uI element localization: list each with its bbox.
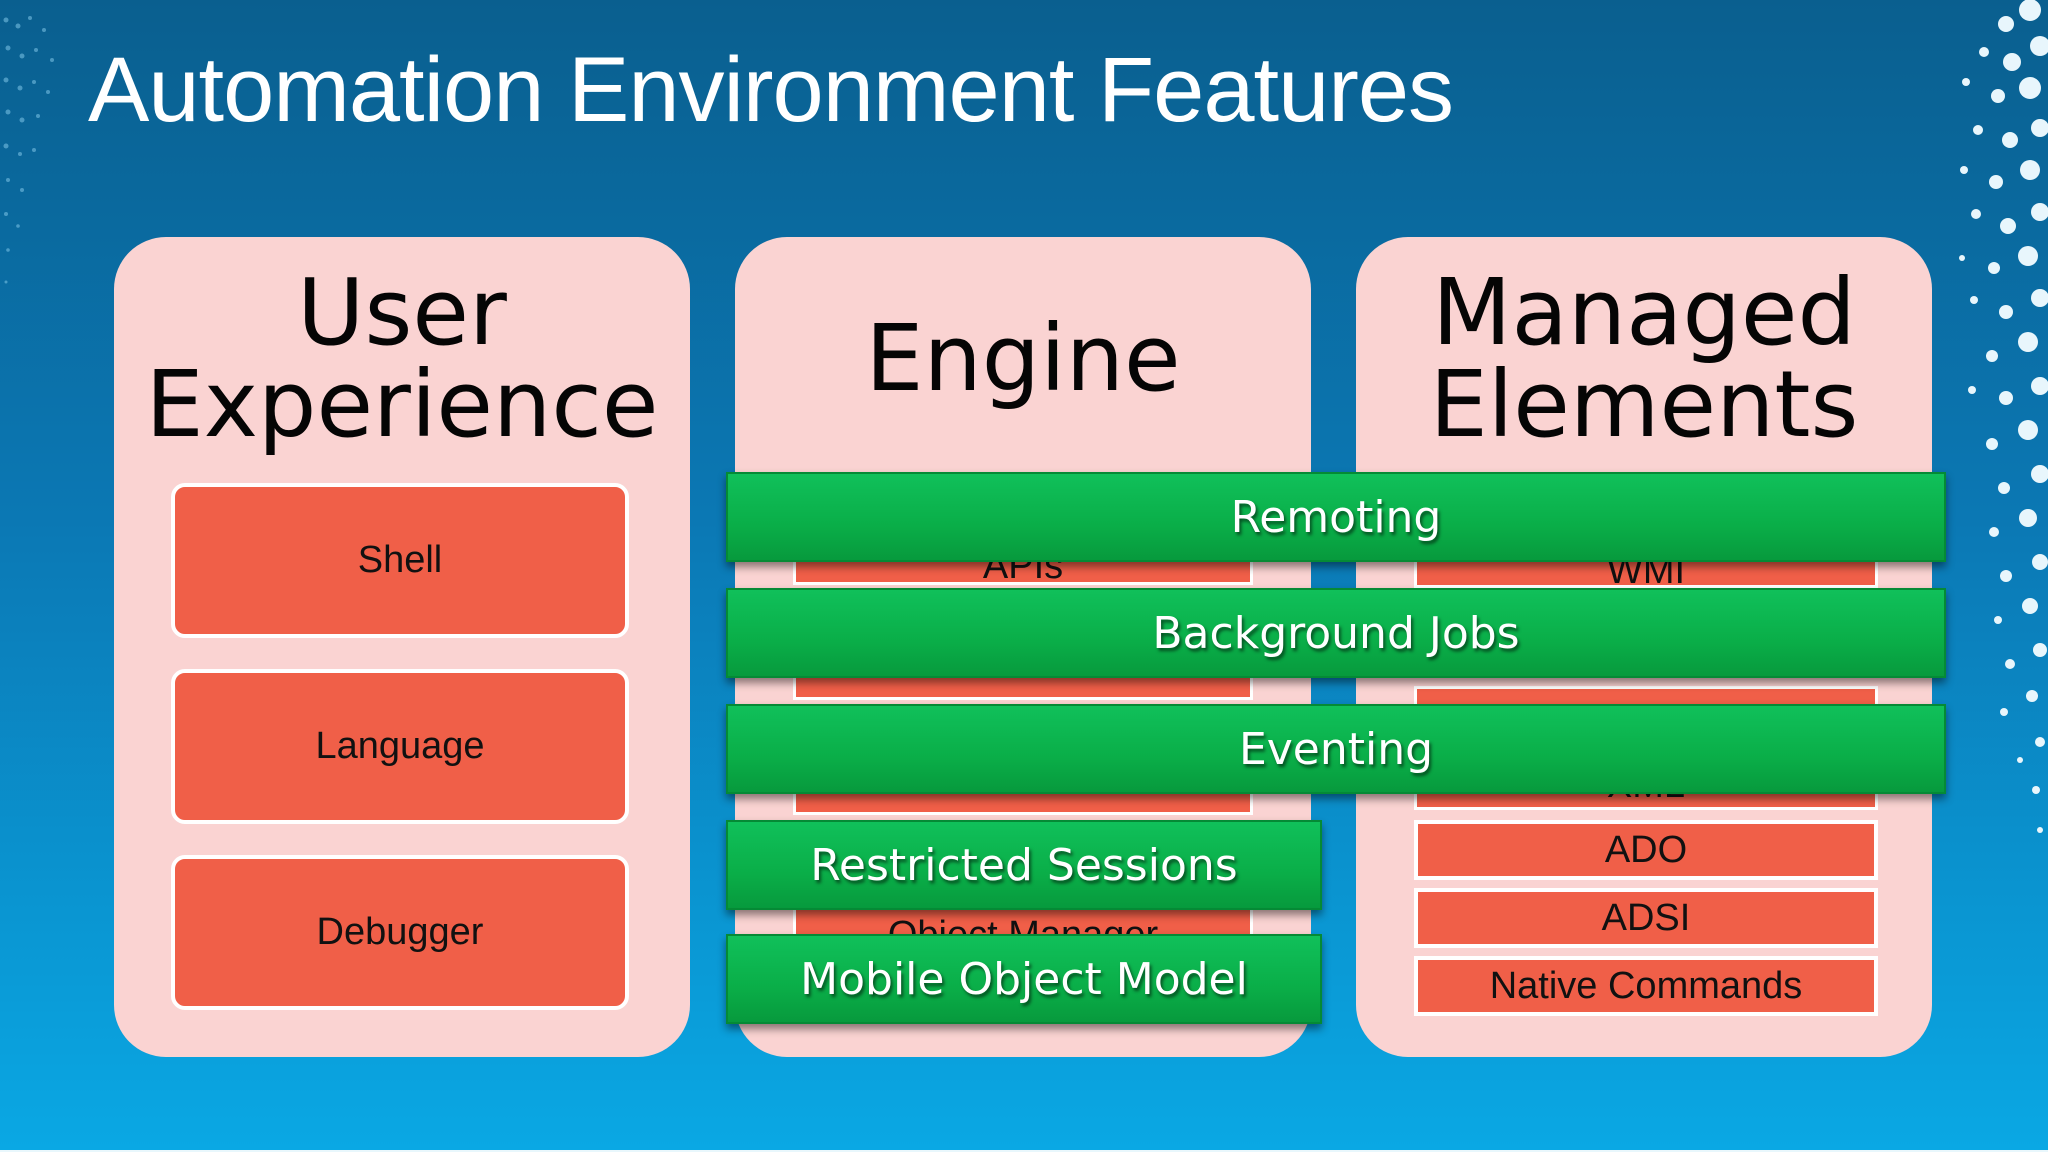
panel-title-managed: Managed [1432,259,1856,366]
mobile-object-model-bar: Mobile Object Model [726,934,1322,1024]
panel-title-experience: Experience [145,351,659,458]
native-commands-block: Native Commands [1414,956,1878,1016]
eventing-bar: Eventing [726,704,1946,794]
bottom-strip [0,1150,2048,1152]
panel-title-elements: Elements [1429,351,1859,458]
remoting-bar: Remoting [726,472,1946,562]
background-jobs-bar: Background Jobs [726,588,1946,678]
slide-title: Automation Environment Features [88,39,1454,141]
panel-title-engine: Engine [865,305,1181,412]
shell-block: Shell [171,483,629,638]
decorative-dots-left [3,16,54,284]
decorative-dots-right [1959,0,2048,833]
ado-block: ADO [1414,820,1878,880]
panel-title-user: User [297,259,507,366]
restricted-sessions-bar: Restricted Sessions [726,820,1322,910]
adsi-block: ADSI [1414,888,1878,948]
debugger-block: Debugger [171,855,629,1010]
panel-user-experience: User Experience Shell Language Debugger [114,237,690,1057]
language-block: Language [171,669,629,824]
